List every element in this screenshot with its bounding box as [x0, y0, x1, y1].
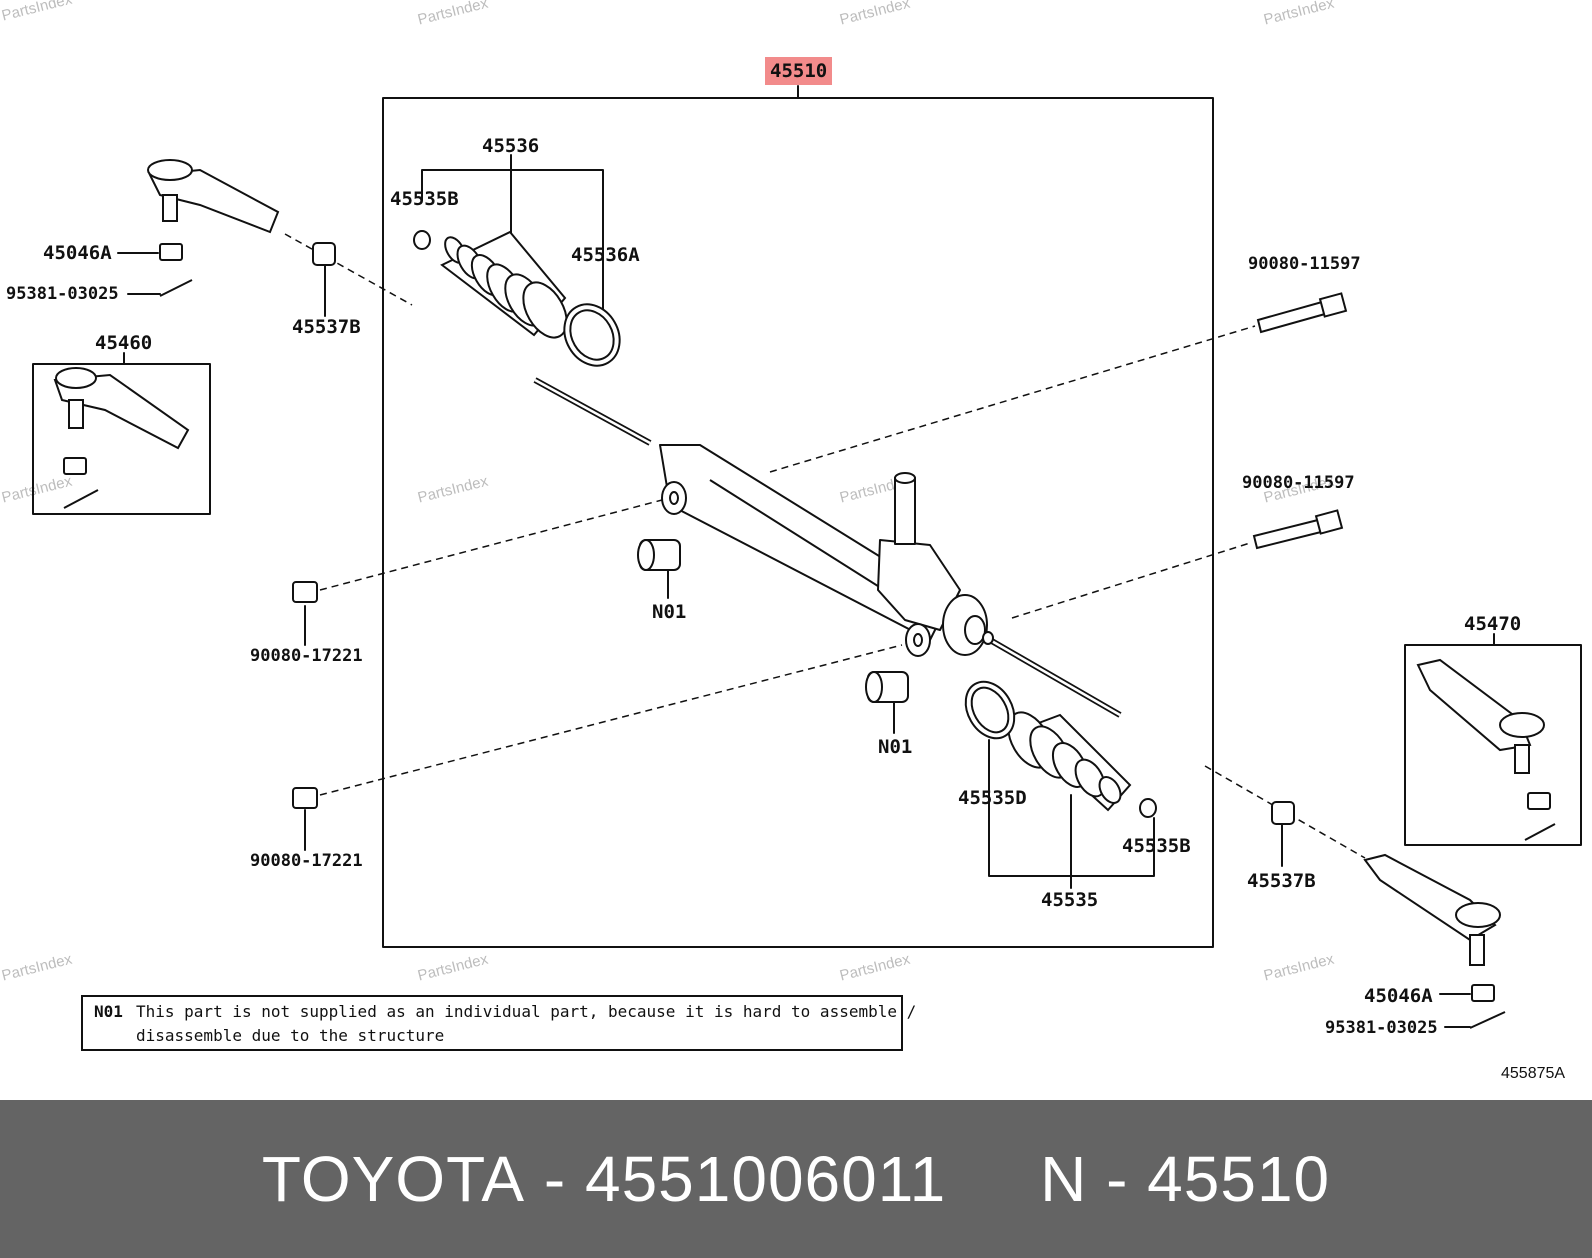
label-45535B-top[interactable]: 45535B [390, 188, 459, 210]
note-box: N01 This part is not supplied as an indi… [81, 995, 916, 1051]
footer-separator: - [1087, 1143, 1148, 1215]
label-95381-03025-right[interactable]: 95381-03025 [1325, 1018, 1438, 1038]
label-95381-03025-left[interactable]: 95381-03025 [6, 284, 119, 304]
selected-part-highlight [765, 57, 832, 85]
label-N01-lower[interactable]: N01 [878, 736, 913, 758]
note-line-2: disassemble due to the structure [136, 1026, 445, 1045]
diagram-drawing [32, 85, 1582, 1029]
label-45046A-left[interactable]: 45046A [43, 242, 112, 264]
label-N01-upper[interactable]: N01 [652, 601, 687, 623]
label-45535B-bottom[interactable]: 45535B [1122, 835, 1191, 857]
footer-title: TOYOTA - 4551006011 N - 45510 [0, 1100, 1592, 1258]
label-45510[interactable]: 45510 [770, 60, 828, 82]
label-90080-11597-lower[interactable]: 90080-11597 [1242, 473, 1355, 493]
label-45470[interactable]: 45470 [1464, 613, 1522, 635]
parts-diagram: PartsIndex PartsIndex PartsIndex PartsIn… [0, 0, 1582, 1082]
footer-separator: - [525, 1143, 585, 1215]
label-45046A-right[interactable]: 45046A [1364, 985, 1433, 1007]
label-45460[interactable]: 45460 [95, 332, 153, 354]
label-45535D[interactable]: 45535D [958, 787, 1027, 809]
label-90080-17221-upper[interactable]: 90080-17221 [250, 646, 363, 666]
label-45537B-right[interactable]: 45537B [1247, 870, 1316, 892]
footer-part-number: 4551006011 [584, 1143, 947, 1215]
footer-n-code: 45510 [1147, 1143, 1331, 1215]
detail-box-45460 [32, 363, 211, 515]
diagram-reference-code: 455875A [1501, 1065, 1566, 1082]
label-90080-11597-upper[interactable]: 90080-11597 [1248, 254, 1361, 274]
footer-brand: TOYOTA [261, 1143, 526, 1215]
label-45536A[interactable]: 45536A [571, 244, 640, 266]
footer-gap [946, 1142, 1040, 1216]
note-id: N01 [94, 1002, 123, 1021]
label-45535[interactable]: 45535 [1041, 889, 1099, 911]
label-45536[interactable]: 45536 [482, 135, 540, 157]
label-45537B-left[interactable]: 45537B [292, 316, 361, 338]
label-90080-17221-lower[interactable]: 90080-17221 [250, 851, 363, 871]
footer-bar: TOYOTA - 4551006011 N - 45510 [0, 1100, 1592, 1258]
note-line-1: This part is not supplied as an individu… [136, 1002, 917, 1021]
footer-n-prefix: N [1040, 1143, 1088, 1215]
